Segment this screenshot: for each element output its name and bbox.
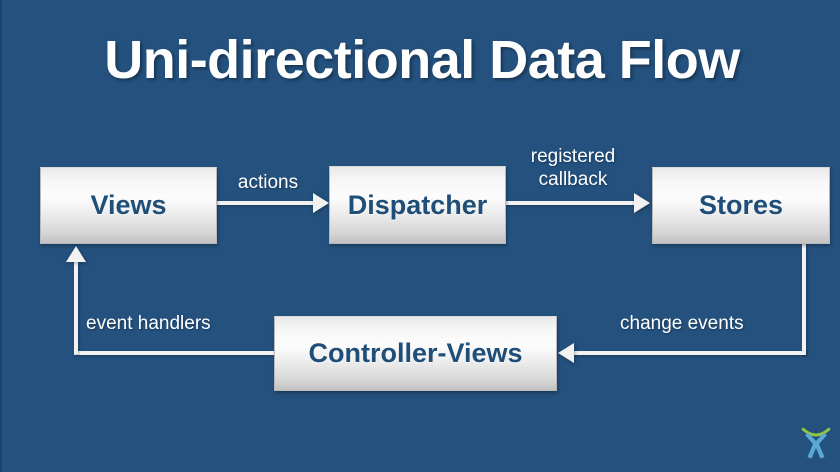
- connector-views-to-dispatcher: [216, 201, 316, 205]
- arrowhead-left-icon: [558, 343, 574, 363]
- node-controller-views[interactable]: Controller-Views: [274, 316, 557, 391]
- edge-label-registered-callback-line1: registered: [530, 146, 616, 167]
- edge-label-registered-callback: registered callback: [508, 145, 638, 191]
- page-title: Uni-directional Data Flow: [104, 30, 740, 90]
- connector-up-to-views: [74, 262, 78, 354]
- edge-label-event-handlers: event handlers: [86, 313, 211, 334]
- arrowhead-up-icon: [66, 246, 86, 262]
- person-with-arc-logo: [801, 427, 831, 459]
- node-stores[interactable]: Stores: [652, 167, 830, 244]
- edge-label-actions: actions: [237, 172, 299, 193]
- arrowhead-right-icon: [313, 193, 329, 213]
- node-dispatcher[interactable]: Dispatcher: [329, 166, 506, 244]
- connector-dispatcher-to-stores: [505, 201, 637, 205]
- node-stores-label: Stores: [698, 190, 784, 220]
- connector-to-controller-views: [574, 351, 806, 355]
- edge-label-registered-callback-line2: callback: [538, 169, 608, 190]
- arrowhead-right-icon: [634, 193, 650, 213]
- connector-controller-views-left: [74, 351, 276, 355]
- node-dispatcher-label: Dispatcher: [347, 189, 488, 220]
- edge-label-change-events: change events: [620, 313, 744, 334]
- node-views-label: Views: [90, 190, 167, 220]
- connector-stores-down: [802, 243, 806, 355]
- node-controller-views-label: Controller-Views: [308, 338, 523, 368]
- node-views[interactable]: Views: [40, 167, 217, 244]
